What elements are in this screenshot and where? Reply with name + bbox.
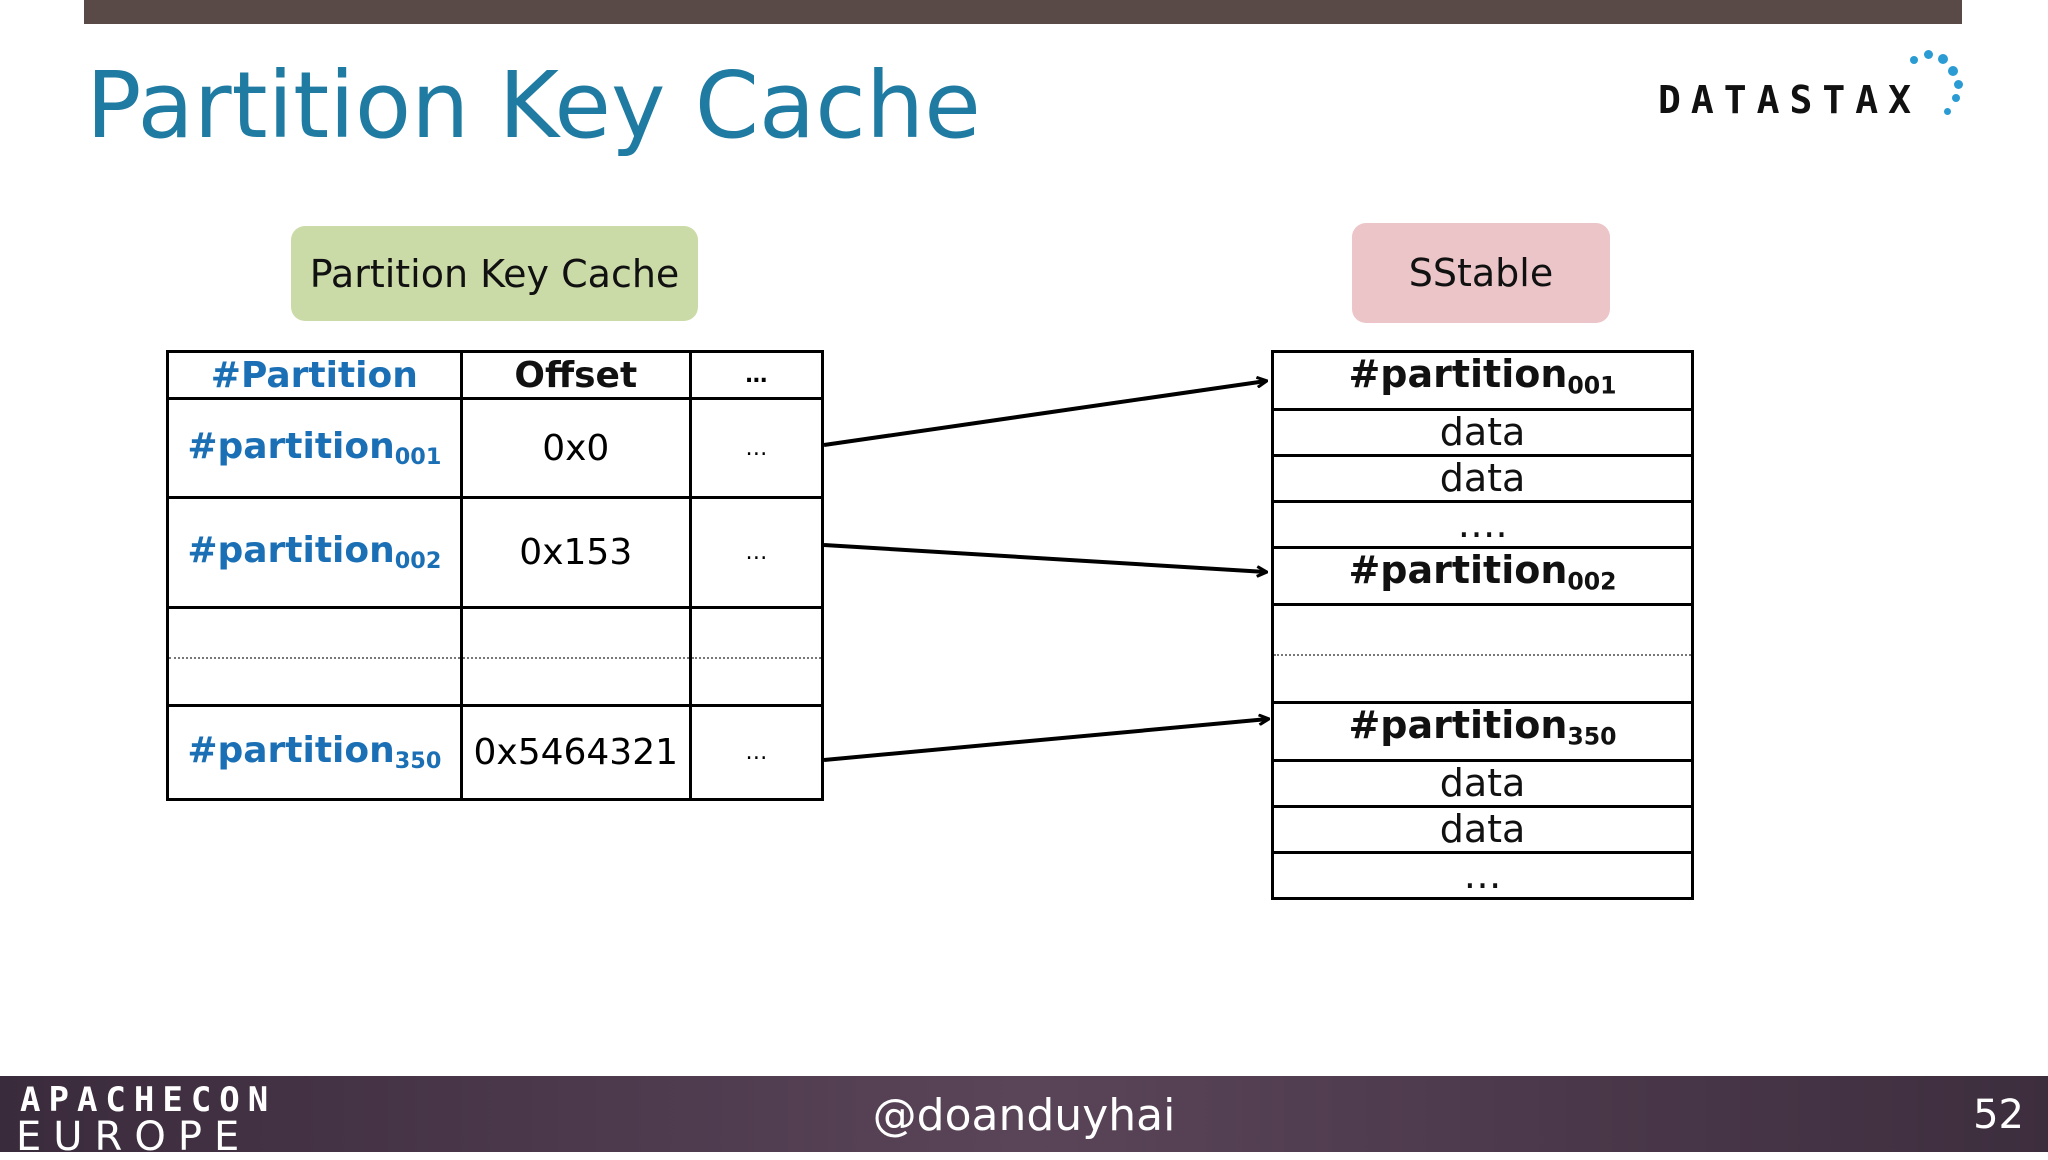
sstable-data-cell: data — [1271, 453, 1694, 503]
arrow-partition350 — [823, 719, 1268, 762]
offset-cell: 0x153 — [459, 496, 692, 609]
offset-cell: 0x0 — [459, 397, 692, 499]
sstable-data-cell: data — [1271, 804, 1694, 854]
sstable-row: data — [1271, 758, 1694, 808]
sstable-table: #partition001 data data …. #partition002… — [1271, 350, 1694, 900]
table-row: #partition350 0x5464321 … — [166, 704, 825, 801]
page-number: 52 — [1973, 1092, 2024, 1138]
sstable-elided-cell — [1271, 603, 1694, 705]
sstable-row: data — [1271, 804, 1694, 854]
sstable-row-elided — [1271, 603, 1694, 705]
slide-title: Partition Key Cache — [86, 52, 981, 159]
column-header-partition: #Partition — [166, 350, 463, 400]
table-row-elided — [166, 606, 825, 707]
cache-label-box: Partition Key Cache — [291, 226, 698, 321]
sstable-data-cell: data — [1271, 758, 1694, 808]
sstable-row: data — [1271, 407, 1694, 457]
sstable-row: #partition001 — [1271, 350, 1694, 411]
logo-dot-icon — [1944, 108, 1951, 115]
sstable-partition-cell: #partition002 — [1271, 545, 1694, 607]
sstable-row: #partition002 — [1271, 545, 1694, 607]
sstable-partition-cell: #partition001 — [1271, 350, 1694, 411]
sstable-label: SStable — [1408, 251, 1554, 295]
logo-dot-icon — [1952, 94, 1960, 102]
partition-key-cache-table: #Partition Offset … #partition001 0x0 … … — [166, 350, 825, 801]
sstable-ellipsis-cell: …. — [1271, 499, 1694, 549]
sstable-row: … — [1271, 850, 1694, 900]
table-row: #partition001 0x0 … — [166, 397, 825, 499]
table-row: #partition002 0x153 … — [166, 496, 825, 609]
more-cell: … — [688, 704, 825, 801]
elided-cell — [166, 606, 463, 707]
brand-name: DATASTAX — [1658, 78, 1922, 122]
speaker-handle: @doanduyhai — [872, 1090, 1176, 1141]
cache-label: Partition Key Cache — [309, 251, 680, 296]
logo-dot-icon — [1938, 54, 1948, 64]
partition-key-cell: #partition350 — [166, 704, 463, 801]
sstable-row: #partition350 — [1271, 701, 1694, 762]
logo-dot-icon — [1954, 80, 1963, 89]
sstable-row: …. — [1271, 499, 1694, 549]
sstable-data-cell: data — [1271, 407, 1694, 457]
table-header-row: #Partition Offset … — [166, 350, 825, 400]
logo-dot-icon — [1910, 56, 1918, 64]
logo-dot-icon — [1924, 50, 1933, 59]
datastax-logo: DATASTAX — [1654, 48, 1974, 128]
footer-bar: APACHECON EUROPE @doanduyhai 52 — [0, 1076, 2048, 1160]
elided-cell — [688, 606, 825, 707]
sstable-label-box: SStable — [1352, 223, 1610, 323]
partition-key-cell: #partition001 — [166, 397, 463, 499]
arrow-partition002 — [823, 543, 1266, 572]
top-bar — [84, 0, 1962, 24]
sstable-row: data — [1271, 453, 1694, 503]
arrow-partition001 — [823, 381, 1266, 447]
elided-cell — [459, 606, 692, 707]
sstable-partition-cell: #partition350 — [1271, 701, 1694, 762]
logo-dot-icon — [1948, 66, 1958, 76]
partition-key-cell: #partition002 — [166, 496, 463, 609]
column-header-more: … — [688, 350, 825, 400]
column-header-offset: Offset — [459, 350, 692, 400]
more-cell: … — [688, 397, 825, 499]
sstable-ellipsis-cell: … — [1271, 850, 1694, 900]
apachecon-logo-top: APACHECON — [20, 1080, 277, 1120]
offset-cell: 0x5464321 — [459, 704, 692, 801]
more-cell: … — [688, 496, 825, 609]
